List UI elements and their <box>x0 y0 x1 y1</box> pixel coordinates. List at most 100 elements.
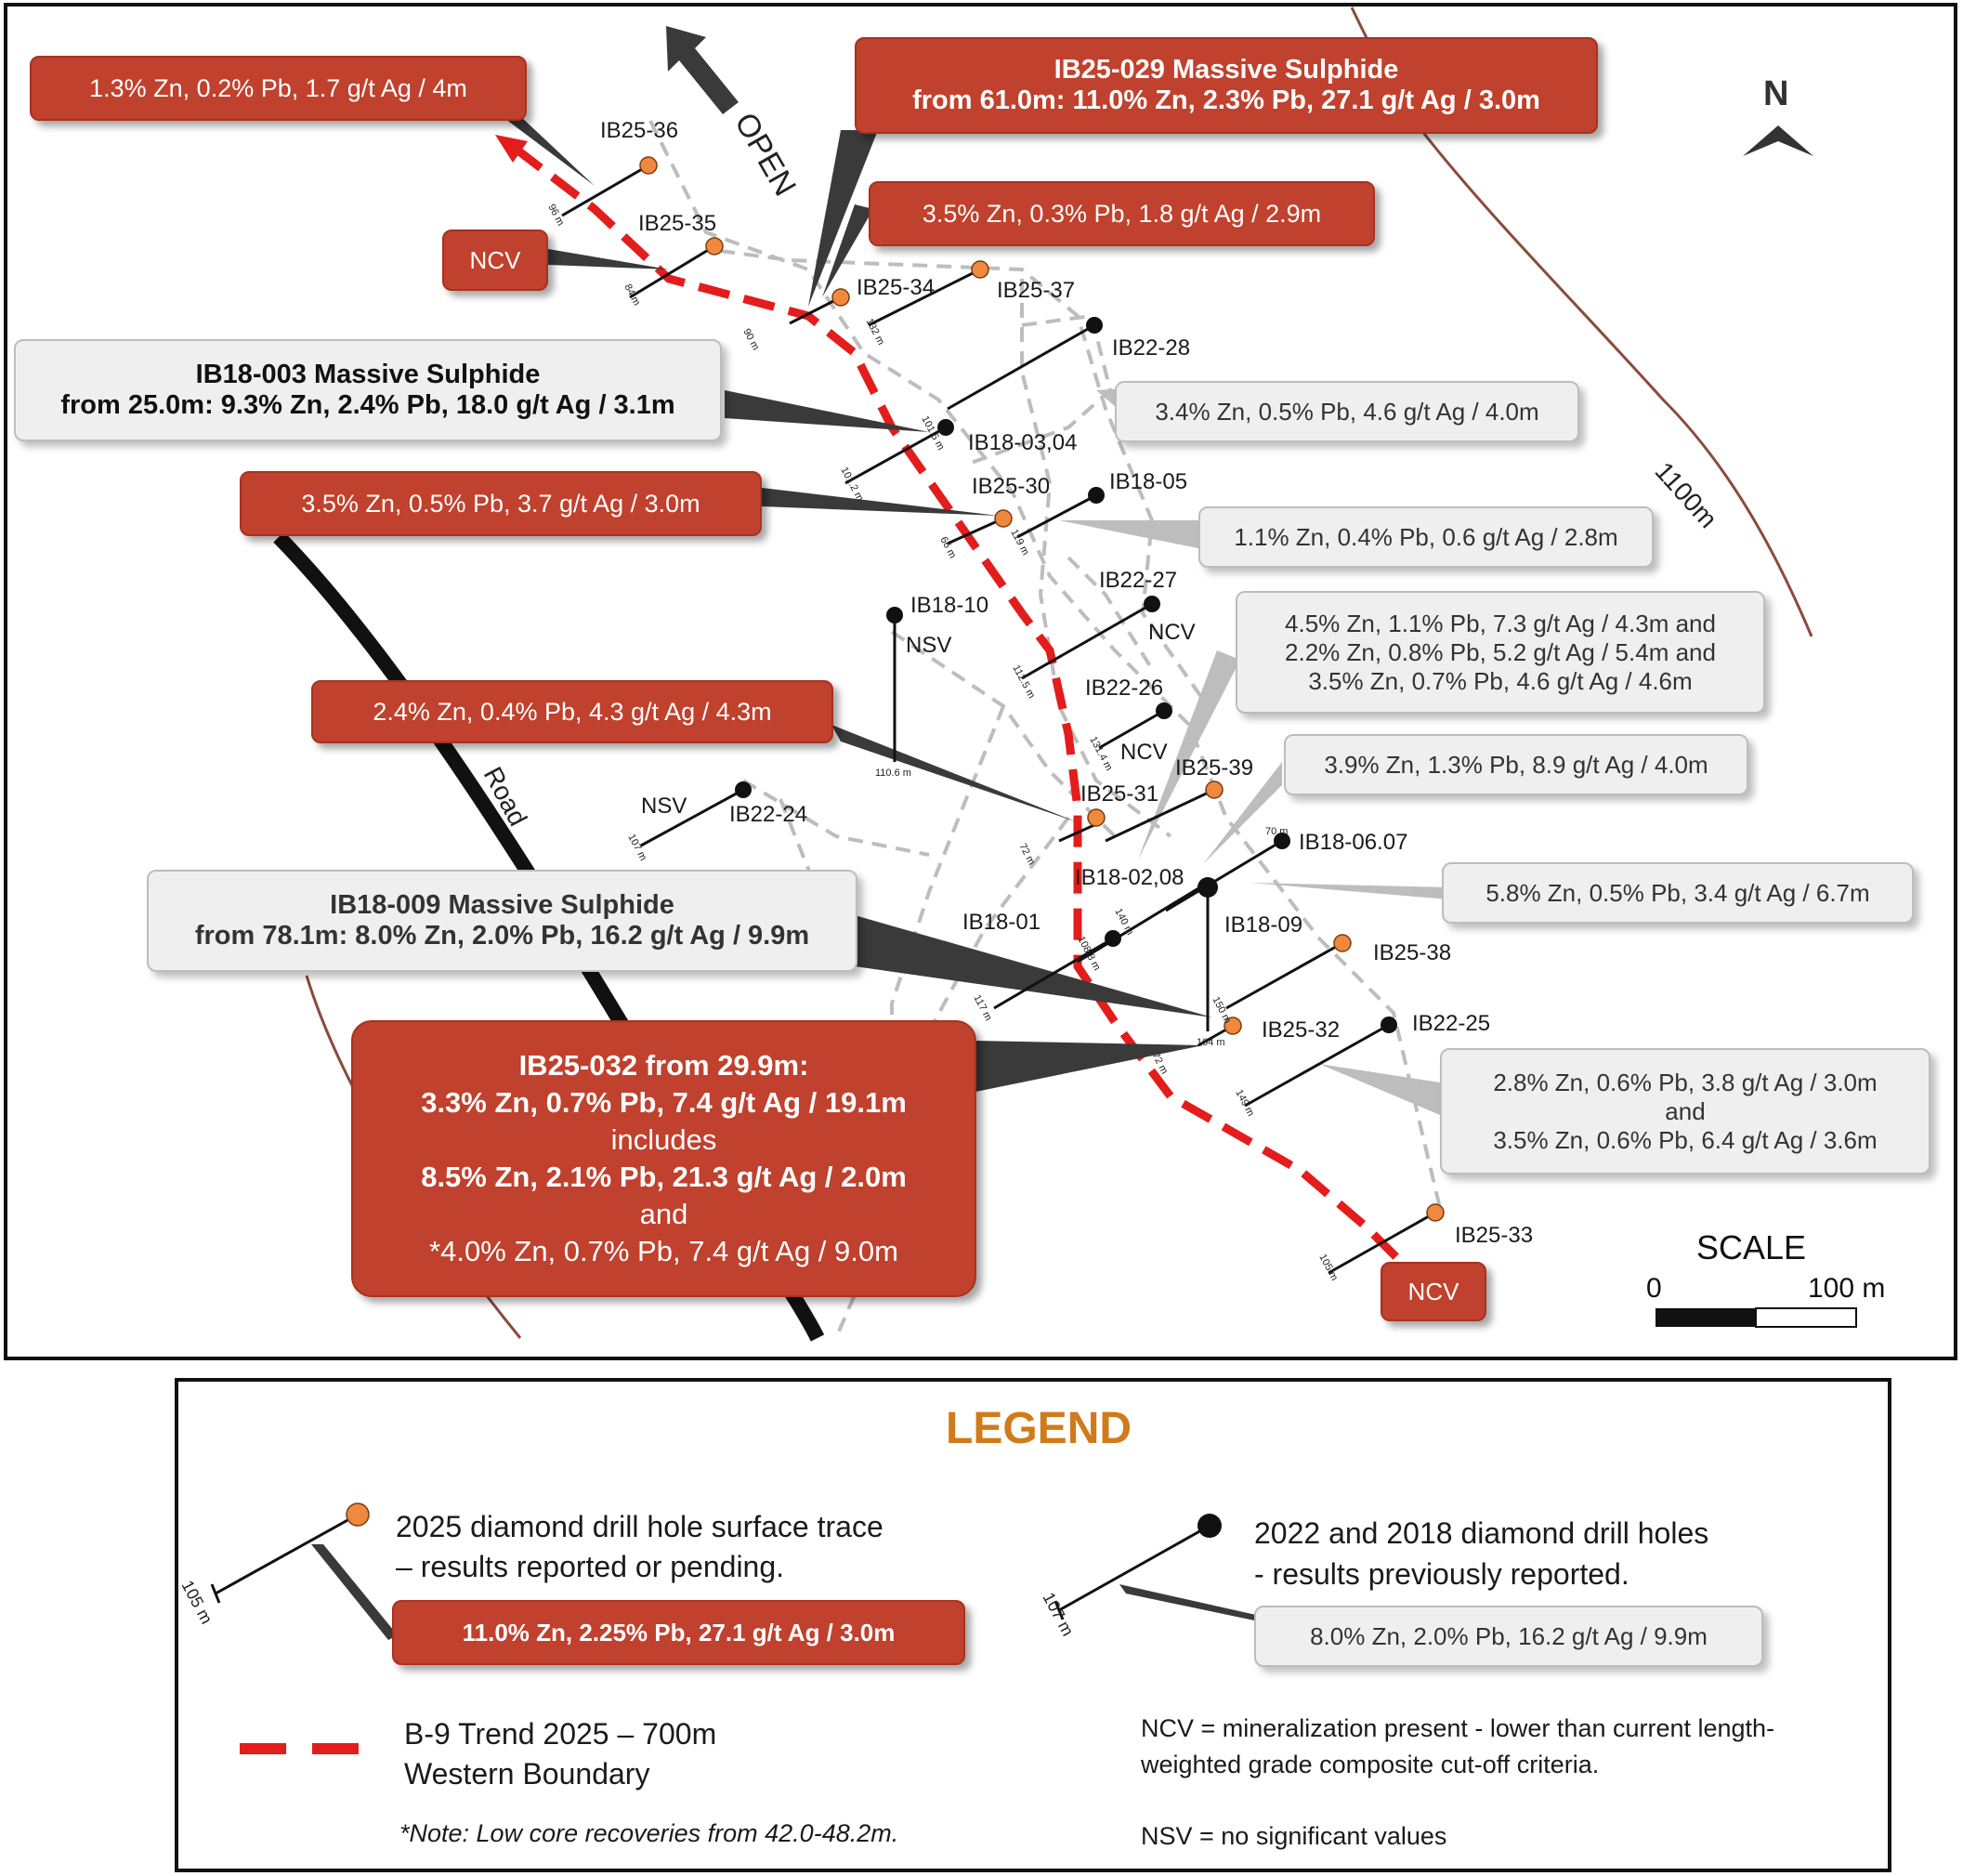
depth-label: 110.6 m <box>875 767 911 779</box>
callout-line: 3.9% Zn, 1.3% Pb, 8.9 g/t Ag / 4.0m <box>1324 750 1708 779</box>
collar-ib18-01 <box>1105 930 1121 947</box>
hole-label: IB22-25 <box>1412 1011 1490 1036</box>
collar-ib25-37 <box>971 260 989 279</box>
assay-callout: 3.5% Zn, 0.3% Pb, 1.8 g/t Ag / 2.9m <box>869 181 1375 246</box>
callout-line: NCV <box>1407 1277 1459 1305</box>
collar-ib22-27 <box>1144 596 1160 612</box>
legend-trend-line1: B-9 Trend 2025 – 700m <box>404 1717 717 1751</box>
collar-ib22-28 <box>1086 317 1103 334</box>
hole-label: IB25-34 <box>857 275 935 300</box>
hole-label: IB25-39 <box>1175 755 1253 781</box>
legend-title: LEGEND <box>946 1404 1132 1453</box>
callout-pointers <box>502 116 1449 1115</box>
collar-ib25-31 <box>1087 808 1106 827</box>
callout-line: 1.1% Zn, 0.4% Pb, 0.6 g/t Ag / 2.8m <box>1234 522 1618 551</box>
assay-callout-ib25-029: IB25-029 Massive Sulphide from 61.0m: 11… <box>855 37 1598 134</box>
collar-ib25-39 <box>1205 781 1224 799</box>
depth-label: 107 m <box>625 833 648 863</box>
callout-line: 3.5% Zn, 0.7% Pb, 4.6 g/t Ag / 4.6m <box>1308 666 1693 695</box>
assay-callout: 2.8% Zn, 0.6% Pb, 3.8 g/t Ag / 3.0m and … <box>1440 1048 1930 1174</box>
hole-label: IB18-05 <box>1109 469 1187 494</box>
callout-line: and <box>1665 1096 1706 1125</box>
depth-label: 112.5 m <box>1010 663 1037 701</box>
collar-ib22-24 <box>735 781 752 798</box>
callout-line: IB18-003 Massive Sulphide <box>195 360 541 389</box>
assay-callout: 3.9% Zn, 1.3% Pb, 8.9 g/t Ag / 4.0m <box>1284 734 1748 795</box>
callout-line: 2.8% Zn, 0.6% Pb, 3.8 g/t Ag / 3.0m <box>1493 1068 1878 1096</box>
callout-line: 2.4% Zn, 0.4% Pb, 4.3 g/t Ag / 4.3m <box>373 697 772 726</box>
legend-2025-example: 11.0% Zn, 2.25% Pb, 27.1 g/t Ag / 3.0m <box>392 1600 965 1665</box>
callout-line: and <box>639 1198 688 1230</box>
collar-ib18-02-08 <box>1197 877 1218 898</box>
collar-ib18-06-07 <box>1274 833 1290 849</box>
depth-label: 70 m <box>1265 826 1288 837</box>
open-arrow-icon <box>666 26 739 114</box>
hole-label: IB22-27 <box>1099 568 1177 593</box>
legend-2025-line2: – results reported or pending. <box>396 1550 785 1583</box>
hole-label: IB18-06.07 <box>1299 830 1407 855</box>
hole-label: IB18-10 <box>910 593 988 618</box>
collar-ib25-34 <box>831 288 850 307</box>
callout-line: 3.5% Zn, 0.3% Pb, 1.8 g/t Ag / 2.9m <box>922 199 1322 228</box>
assay-callout: 3.4% Zn, 0.5% Pb, 4.6 g/t Ag / 4.0m <box>1115 381 1579 442</box>
hole-label: IB25-30 <box>972 474 1050 499</box>
callout-line: *4.0% Zn, 0.7% Pb, 7.4 g/t Ag / 9.0m <box>429 1235 898 1267</box>
hole-label: IB18-02,08 <box>1075 865 1184 890</box>
scale-end: 100 m <box>1808 1273 1886 1304</box>
depth-label: 84 m <box>622 282 642 308</box>
hole-label: IB25-37 <box>997 278 1075 303</box>
ncv-callout: NCV <box>1381 1262 1486 1321</box>
callout-line: 2.2% Zn, 0.8% Pb, 5.2 g/t Ag / 5.4m and <box>1285 637 1716 666</box>
callout-line: 3.3% Zn, 0.7% Pb, 7.4 g/t Ag / 19.1m <box>421 1086 907 1119</box>
b9-trend-line <box>513 145 1407 1267</box>
legend-note: *Note: Low core recoveries from 42.0-48.… <box>399 1819 899 1847</box>
depth-label: 96 m <box>545 203 566 228</box>
legend-nsv-def: NSV = no significant values <box>1141 1822 1447 1850</box>
nsv-note: NSV <box>641 794 687 819</box>
collar-ib22-25 <box>1381 1017 1397 1033</box>
collar-ib18-05 <box>1088 487 1105 504</box>
hole-label: IB22-28 <box>1112 335 1190 361</box>
hole-label: IB25-36 <box>600 118 678 143</box>
legend-old-example: 8.0% Zn, 2.0% Pb, 16.2 g/t Ag / 9.9m <box>1254 1606 1763 1667</box>
callout-line: 3.5% Zn, 0.6% Pb, 6.4 g/t Ag / 3.6m <box>1493 1125 1878 1154</box>
collar-ib18-03-04 <box>937 419 954 436</box>
depth-label: 90 m <box>740 327 761 352</box>
hole-label: IB25-35 <box>638 211 716 236</box>
scale-bar <box>1655 1307 1857 1328</box>
hole-label: IB18-03,04 <box>968 430 1077 455</box>
callout-line: 3.5% Zn, 0.5% Pb, 3.7 g/t Ag / 3.0m <box>301 489 700 518</box>
hole-label: IB22-24 <box>729 802 807 827</box>
callout-line: IB18-009 Massive Sulphide <box>330 890 674 920</box>
assay-callout: 3.5% Zn, 0.5% Pb, 3.7 g/t Ag / 3.0m <box>240 471 762 536</box>
depth-label: 104 m <box>1197 1037 1225 1048</box>
callout-line: 1.3% Zn, 0.2% Pb, 1.7 g/t Ag / 4m <box>89 73 467 102</box>
depth-label: 149 m <box>1233 1088 1256 1119</box>
hole-label: IB18-01 <box>962 910 1040 935</box>
hole-label: IB25-31 <box>1080 781 1158 807</box>
legend-trend-line2: Western Boundary <box>404 1757 650 1791</box>
assay-callout: 4.5% Zn, 1.1% Pb, 7.3 g/t Ag / 4.3m and … <box>1236 591 1765 714</box>
hole-label: IB22-26 <box>1085 676 1163 701</box>
depth-label: 72 m <box>1016 842 1037 867</box>
legend-ncv-def-line1: NCV = mineralization present - lower tha… <box>1141 1714 1775 1742</box>
scale-start: 0 <box>1646 1273 1662 1304</box>
callout-line: IB25-029 Massive Sulphide <box>1053 55 1399 85</box>
collars-2025 <box>639 156 1445 1222</box>
assay-callout: 5.8% Zn, 0.5% Pb, 3.4 g/t Ag / 6.7m <box>1442 862 1914 924</box>
collar-ib25-36 <box>639 156 658 175</box>
contour-label: 1100m <box>1650 456 1723 533</box>
hole-label: IB25-38 <box>1373 940 1451 965</box>
depth-label: 117 m <box>971 993 994 1023</box>
collar-ib18-10 <box>886 607 903 623</box>
callout-line: 4.5% Zn, 1.1% Pb, 7.3 g/t Ag / 4.3m and <box>1285 609 1716 637</box>
north-arrow-icon <box>1743 125 1813 156</box>
assay-callout-ib18-003: IB18-003 Massive Sulphide from 25.0m: 9.… <box>14 339 722 441</box>
collar-ib25-32 <box>1224 1017 1242 1035</box>
trend-arrowhead-icon <box>495 135 528 163</box>
assay-callout: 2.4% Zn, 0.4% Pb, 4.3 g/t Ag / 4.3m <box>311 680 833 743</box>
legend-old-line1: 2022 and 2018 diamond drill holes <box>1254 1516 1709 1550</box>
callout-line: 11.0% Zn, 2.25% Pb, 27.1 g/t Ag / 3.0m <box>462 1618 896 1646</box>
hole-label: IB18-09 <box>1224 912 1302 938</box>
callout-line: from 61.0m: 11.0% Zn, 2.3% Pb, 27.1 g/t … <box>912 85 1540 115</box>
